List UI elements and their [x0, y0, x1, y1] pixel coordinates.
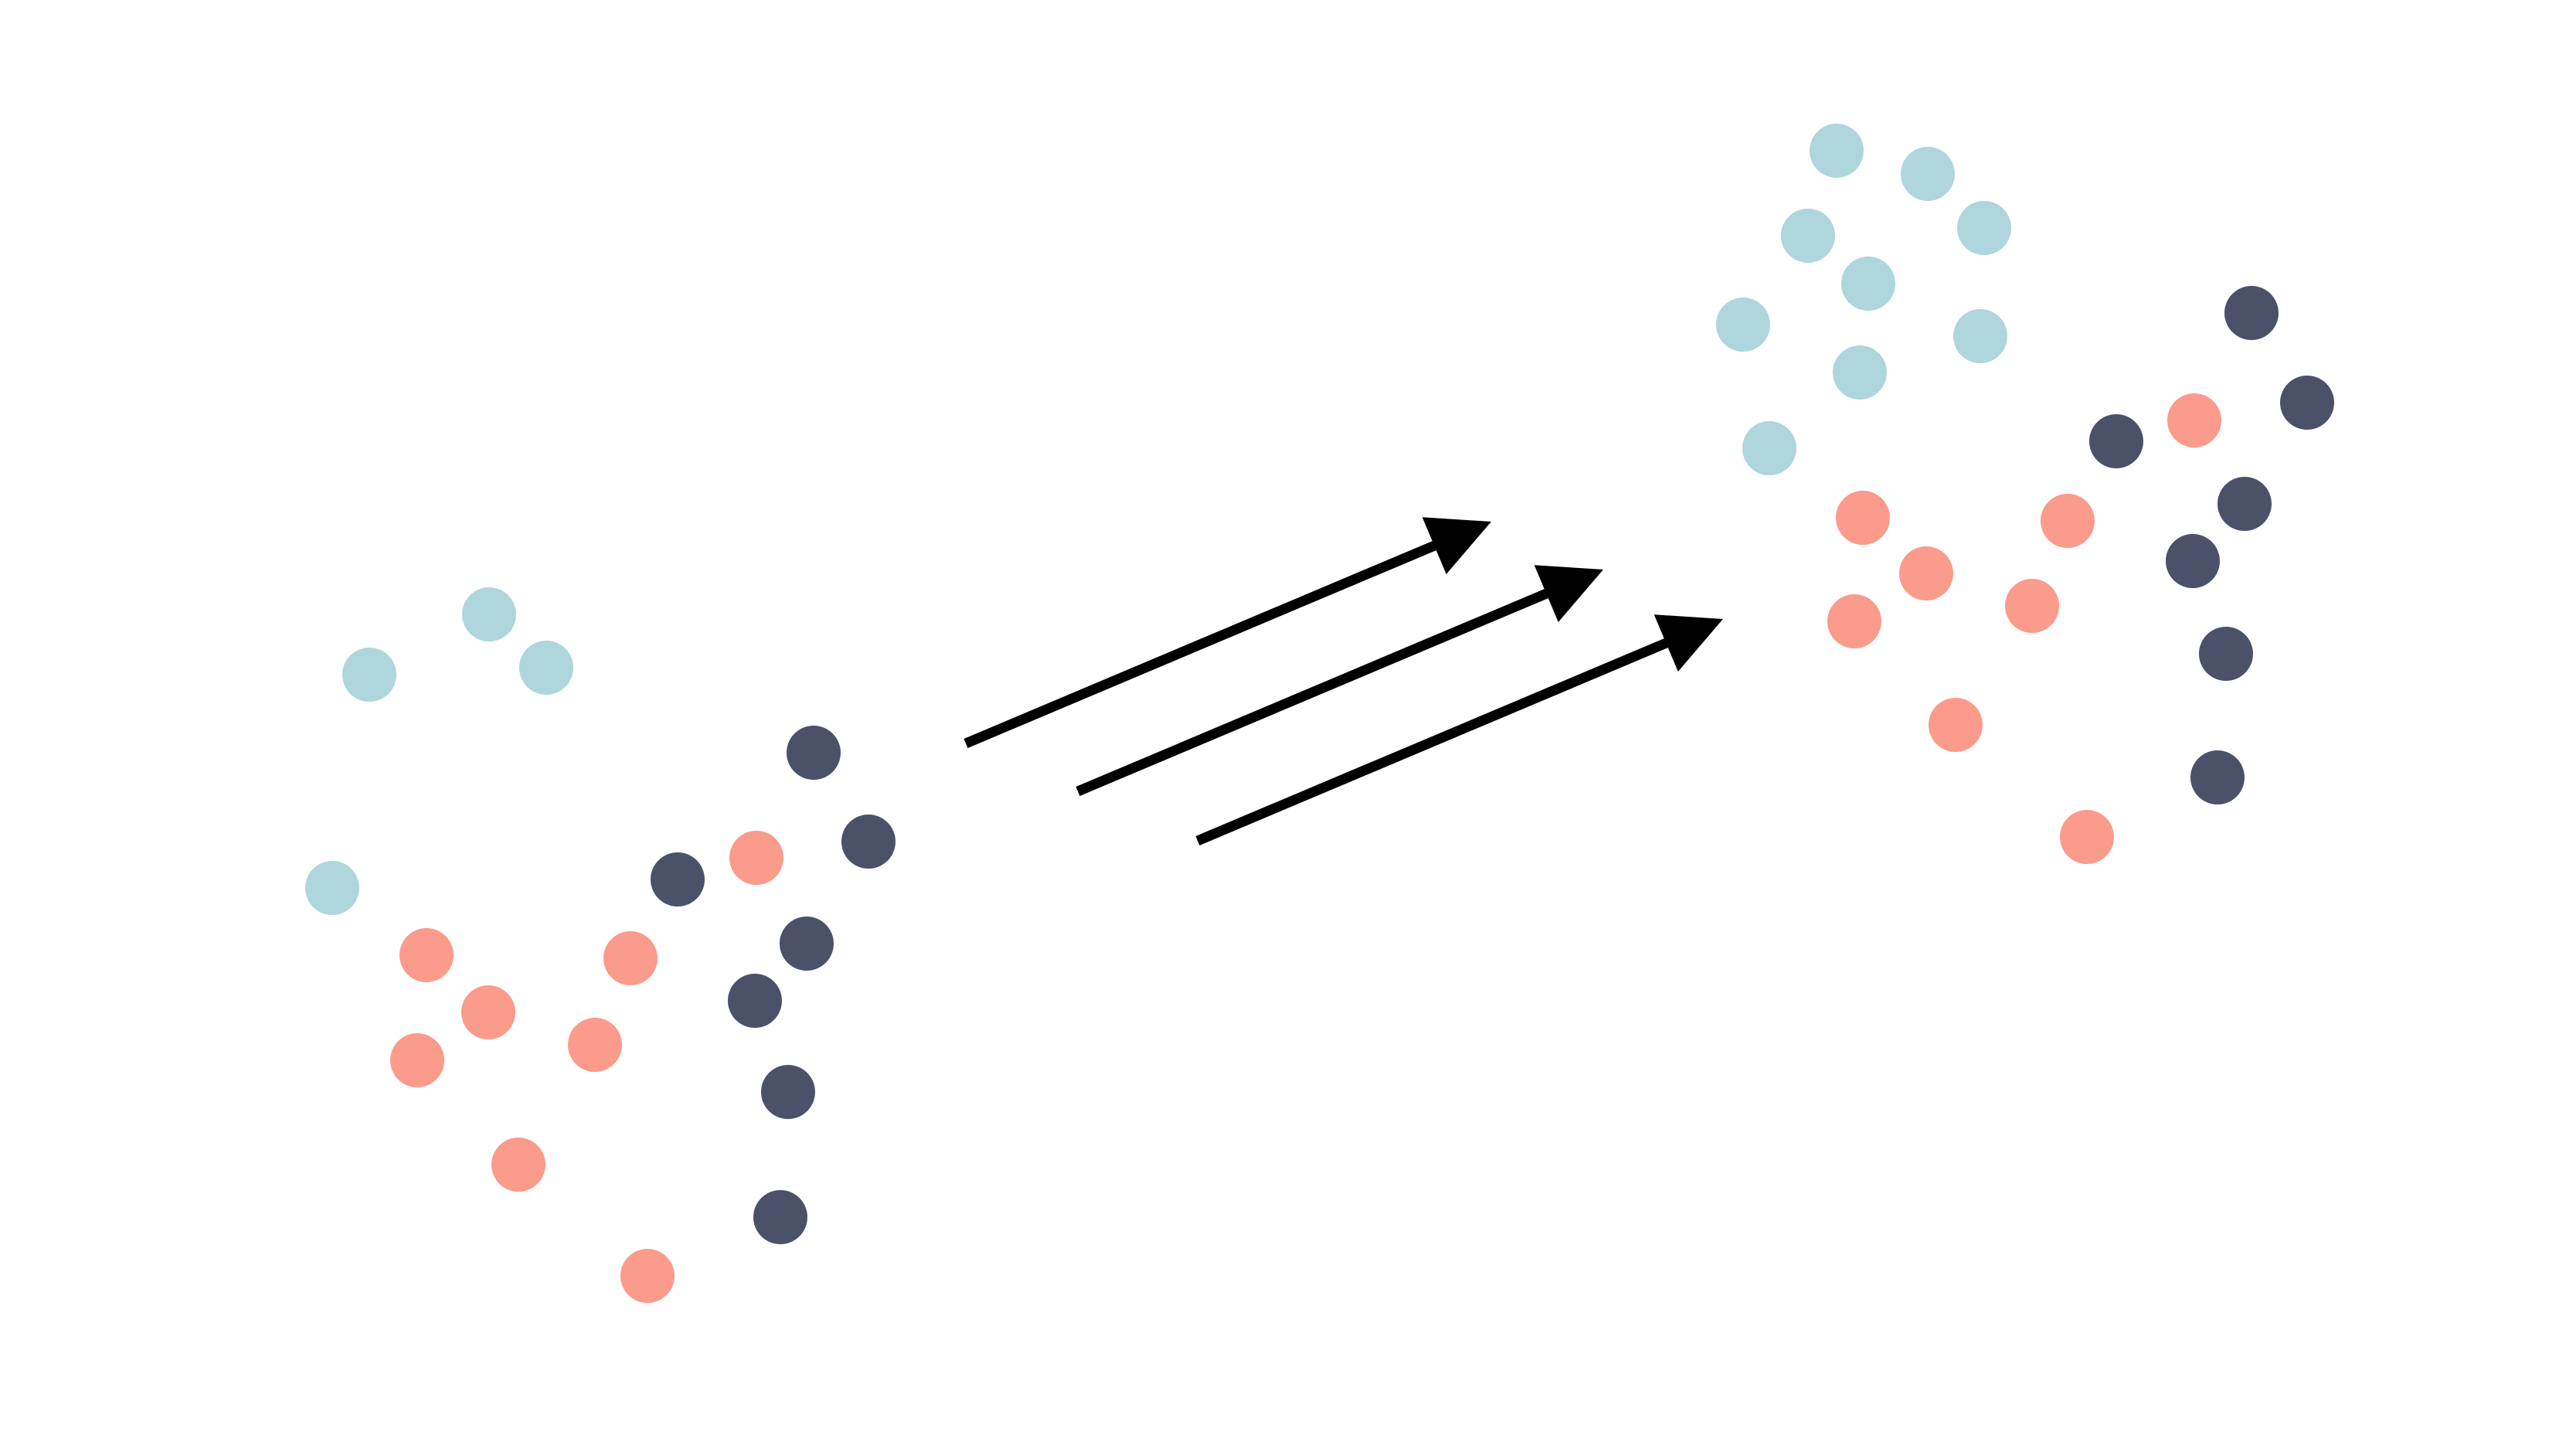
arrow-head-1: [1422, 517, 1491, 574]
before-navy-dot: [728, 974, 782, 1028]
after-navy-dot: [2217, 477, 2272, 531]
after-salmon-dot: [2005, 579, 2059, 633]
after-navy-dot: [2224, 286, 2279, 340]
after-salmon-dot: [2060, 810, 2114, 864]
before-salmon-dot: [390, 1033, 444, 1087]
after-salmon-dot: [1929, 698, 1983, 752]
before-salmon-dot: [568, 1018, 622, 1072]
after-salmon-dot: [2167, 393, 2221, 447]
before-point-cloud: [305, 587, 895, 1303]
after-salmon-dot: [2041, 494, 2095, 548]
before-salmon-dot: [620, 1249, 675, 1303]
before-salmon-dot: [603, 931, 658, 985]
transition-arrows: [963, 517, 1723, 845]
after-light-blue-dot: [1742, 421, 1796, 475]
after-navy-dot: [2190, 750, 2245, 804]
arrow-shaft-2: [1076, 586, 1556, 796]
arrow-shaft-1: [963, 538, 1444, 748]
before-navy-dot: [841, 815, 895, 869]
arrow-head-3: [1653, 614, 1723, 672]
after-light-blue-dot: [1901, 147, 1955, 201]
after-navy-dot: [2089, 414, 2143, 468]
before-navy-dot: [787, 726, 841, 780]
before-navy-dot: [780, 917, 834, 971]
after-light-blue-dot: [1957, 201, 2011, 255]
before-salmon-dot: [461, 985, 515, 1039]
before-light-blue-dot: [305, 861, 359, 915]
after-salmon-dot: [1827, 594, 1881, 648]
after-light-blue-dot: [1841, 257, 1895, 311]
after-salmon-dot: [1899, 546, 1953, 600]
before-navy-dot: [761, 1065, 815, 1119]
before-salmon-dot: [729, 831, 783, 885]
after-light-blue-dot: [1953, 309, 2007, 363]
before-light-blue-dot: [462, 587, 516, 641]
before-light-blue-dot: [342, 648, 396, 702]
after-light-blue-dot: [1833, 345, 1887, 400]
before-light-blue-dot: [519, 641, 573, 695]
after-navy-dot: [2166, 534, 2220, 588]
arrow-head-2: [1534, 565, 1603, 622]
after-light-blue-dot: [1810, 124, 1864, 178]
after-light-blue-dot: [1716, 298, 1770, 352]
arrow-shaft-3: [1195, 635, 1676, 845]
after-navy-dot: [2280, 376, 2334, 430]
after-light-blue-dot: [1781, 209, 1835, 263]
after-salmon-dot: [1836, 491, 1890, 545]
after-point-cloud: [1716, 124, 2334, 864]
before-salmon-dot: [491, 1138, 545, 1192]
before-navy-dot: [753, 1190, 807, 1244]
before-navy-dot: [651, 852, 705, 906]
after-navy-dot: [2199, 627, 2253, 681]
before-salmon-dot: [399, 928, 454, 982]
